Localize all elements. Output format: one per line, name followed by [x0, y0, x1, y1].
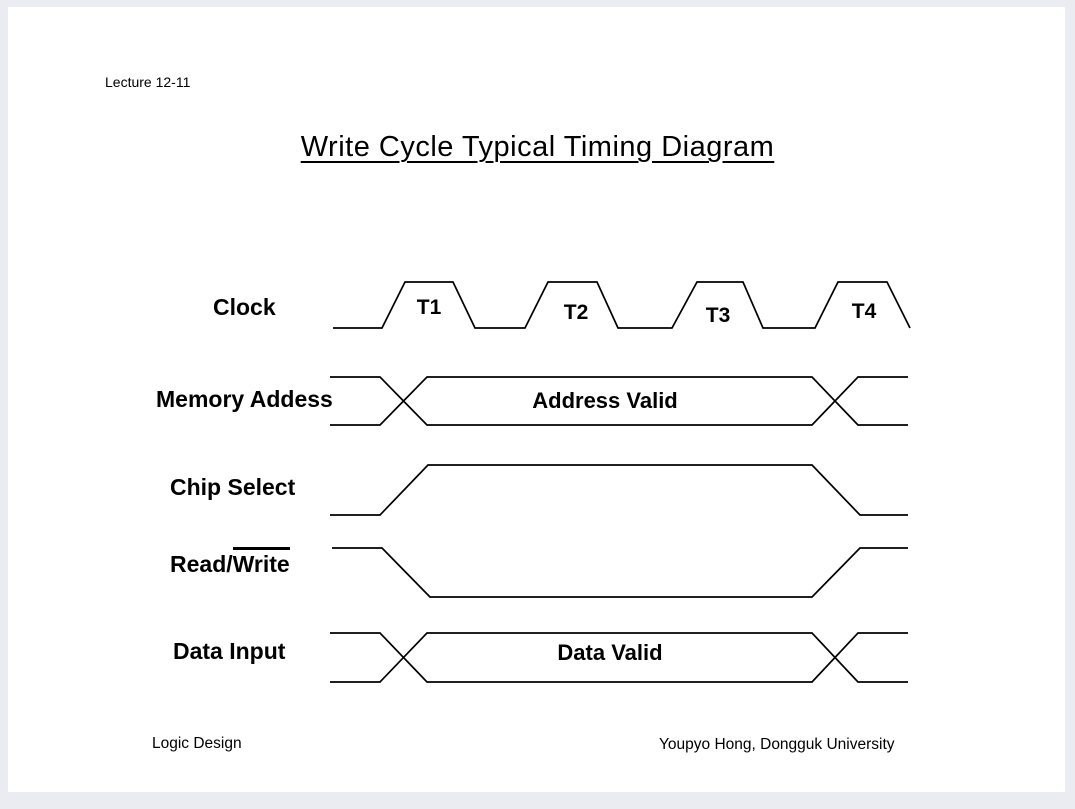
read-write-prefix: Read/ [170, 551, 233, 577]
data-input-waveform-upper [330, 632, 908, 683]
clock-cycle-label-t4: T4 [851, 300, 877, 323]
lecture-number: Lecture 12-11 [105, 74, 191, 90]
read-write-waveform [332, 547, 908, 598]
footer-course-name: Logic Design [152, 735, 242, 752]
chip-select-waveform [330, 464, 908, 516]
clock-cycle-label-t3: T3 [705, 304, 731, 327]
memory-address-waveform-lower [330, 376, 908, 426]
page-title: Write Cycle Typical Timing Diagram [300, 131, 775, 163]
clock-cycle-label-t2: T2 [563, 301, 589, 324]
data-input-waveform-lower [330, 632, 908, 683]
clock-waveform [333, 281, 911, 329]
signal-label-clock: Clock [213, 294, 276, 320]
signal-label-data-input: Data Input [173, 638, 286, 664]
signal-label-memory-address: Memory Addess [156, 386, 333, 412]
data-valid-annotation: Data Valid [557, 640, 663, 665]
read-write-overlined-part: Write [232, 547, 290, 577]
slide-page [8, 7, 1065, 792]
clock-cycle-label-t1: T1 [416, 296, 442, 319]
memory-address-waveform-upper [330, 376, 908, 426]
signal-label-read-write: Read/Write [170, 547, 290, 577]
footer-author: Youpyo Hong, Dongguk University [659, 736, 895, 753]
address-valid-annotation: Address Valid [532, 388, 678, 413]
signal-label-chip-select: Chip Select [170, 474, 296, 500]
